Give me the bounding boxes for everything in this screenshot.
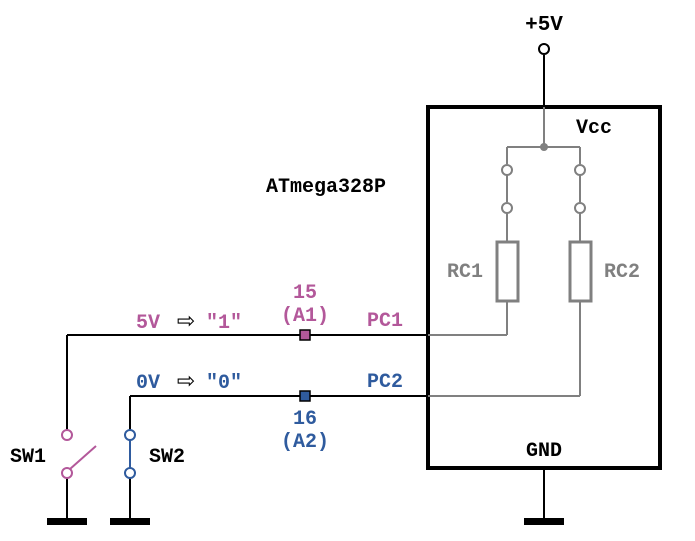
junction-dot (540, 143, 548, 151)
pullup-network (506, 107, 581, 164)
pc2-voltage: 0V (136, 372, 160, 395)
sw1-label: SW1 (10, 446, 46, 469)
switch-sw1 (61, 429, 97, 479)
pc2-logic-value: "0" (206, 372, 242, 395)
pin-16-alias: (A2) (281, 431, 329, 454)
pin-15-alias: (A1) (281, 305, 329, 328)
gnd-label: GND (526, 440, 562, 463)
sw2-label: SW2 (149, 446, 185, 469)
pin-16-number: 16 (293, 408, 317, 431)
pc2-port-label: PC2 (367, 371, 403, 394)
pin-15-marker (299, 329, 311, 341)
pc1-port-label: PC1 (367, 310, 403, 333)
resistor-rc1-label: RC1 (447, 261, 483, 284)
pc2-wire (129, 395, 428, 520)
chip-body (426, 105, 662, 470)
pc1-arrow-icon: ⇨ (177, 309, 195, 334)
resistor-rc2-label: RC2 (604, 261, 640, 284)
rc2-branch (428, 164, 586, 397)
pc1-voltage: 5V (136, 312, 160, 335)
resistor-rc1 (495, 240, 520, 303)
switch-sw2 (124, 429, 136, 479)
supply-terminal (538, 43, 550, 107)
vcc-label: Vcc (576, 117, 612, 140)
chip-ground (524, 468, 564, 525)
supply-label: +5V (525, 14, 563, 37)
resistor-rc2 (568, 240, 593, 303)
pc1-logic-value: "1" (206, 312, 242, 335)
sw1-ground (47, 518, 87, 525)
chip-name: ATmega328P (266, 176, 386, 199)
sw2-ground (110, 518, 150, 525)
rc1-branch (428, 164, 513, 336)
pin-15-number: 15 (293, 282, 317, 305)
pin-16-marker (299, 390, 311, 402)
pc1-wire (66, 334, 428, 520)
pc2-arrow-icon: ⇨ (177, 369, 195, 394)
